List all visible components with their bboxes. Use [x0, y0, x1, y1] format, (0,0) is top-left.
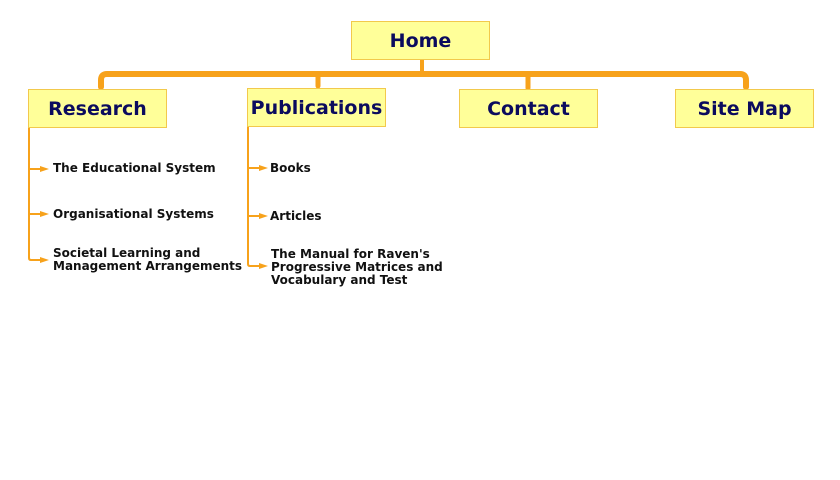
research-label: Research — [48, 97, 147, 120]
research-link-organisational-systems[interactable]: Organisational Systems — [53, 207, 214, 221]
site-map-label: Site Map — [697, 97, 792, 120]
research-button[interactable]: Research — [28, 89, 167, 128]
research-link-educational-system[interactable]: The Educational System — [53, 161, 216, 175]
home-label: Home — [389, 29, 452, 52]
home-button[interactable]: Home — [351, 21, 490, 60]
publications-link-ravens-manual[interactable]: The Manual for Raven's Progressive Matri… — [271, 247, 443, 287]
contact-label: Contact — [487, 97, 570, 120]
contact-button[interactable]: Contact — [459, 89, 598, 128]
publications-button[interactable]: Publications — [247, 88, 386, 127]
site-map-button[interactable]: Site Map — [675, 89, 814, 128]
publications-link-books[interactable]: Books — [270, 161, 311, 175]
research-link-societal-learning[interactable]: Societal Learning and Management Arrange… — [53, 246, 243, 273]
publications-link-articles[interactable]: Articles — [270, 209, 322, 223]
publications-label: Publications — [250, 96, 383, 119]
